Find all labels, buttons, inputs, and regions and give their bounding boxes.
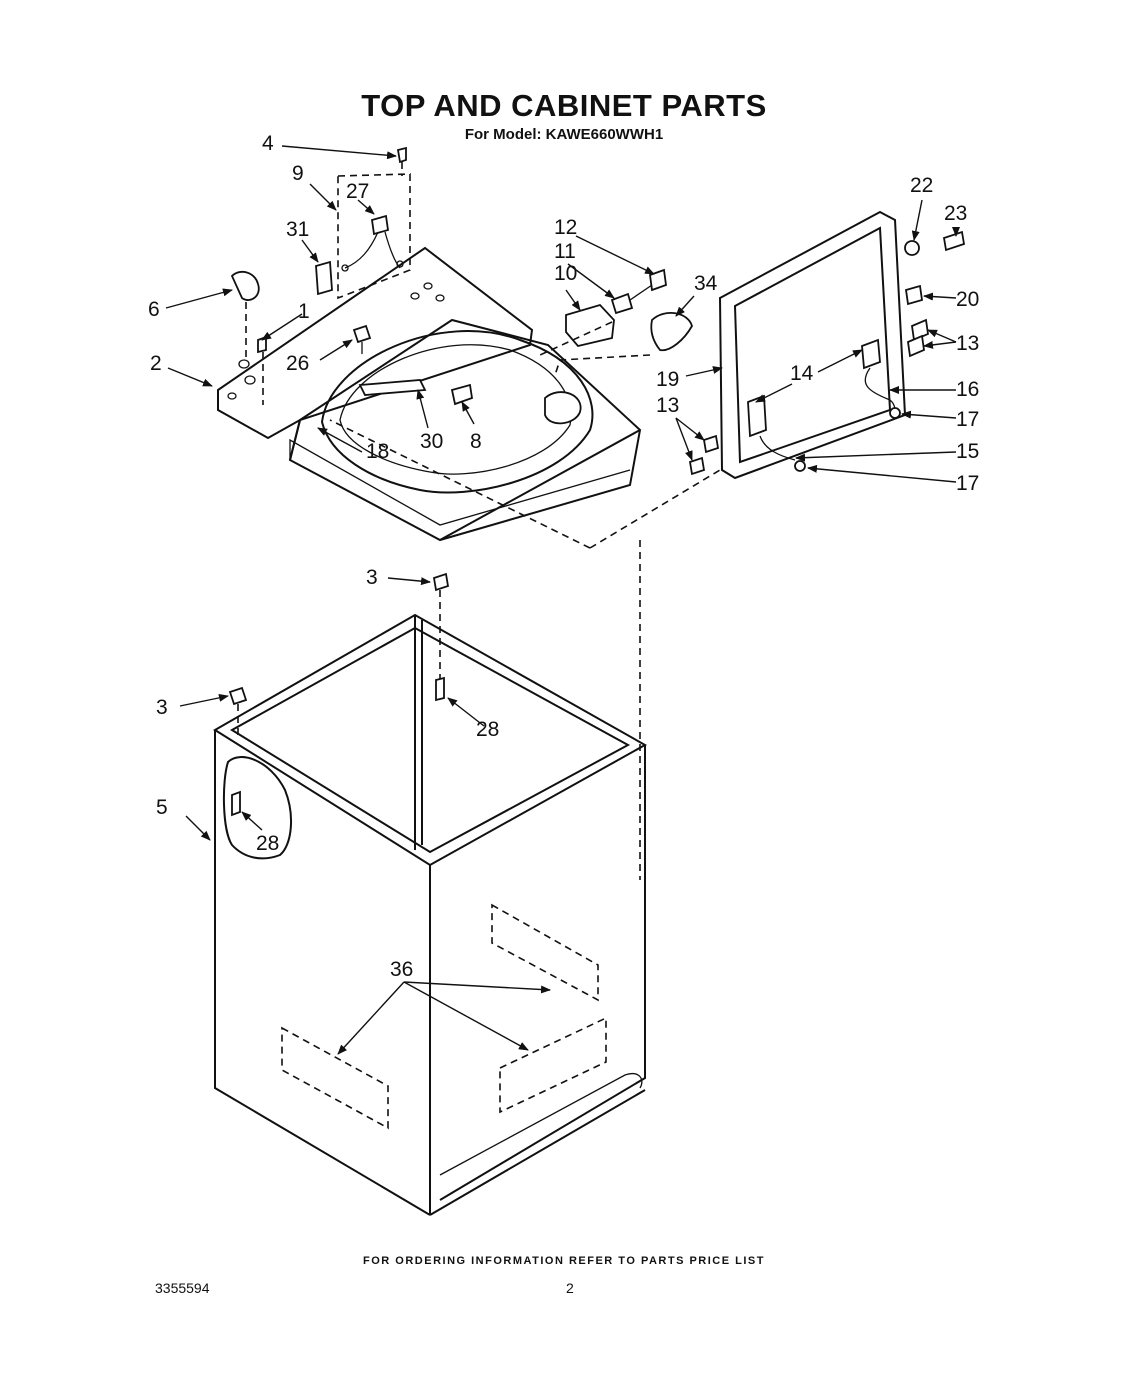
lid-switch-parts	[539, 268, 693, 376]
callout-12: 12	[554, 216, 577, 239]
callout-15: 15	[956, 440, 979, 463]
callout-8: 8	[470, 430, 482, 453]
lid	[688, 210, 966, 480]
callout-34: 34	[694, 272, 718, 295]
callout-28-left: 28	[256, 832, 279, 855]
document-number: 3355594	[155, 1280, 210, 1296]
model-subtitle: For Model: KAWE660WWH1	[464, 126, 664, 143]
assembly-guide-line	[329, 419, 591, 549]
callout-4: 4	[262, 132, 274, 155]
callout-14: 14	[790, 362, 814, 385]
callout-6: 6	[148, 298, 160, 321]
callout-17-bottom: 17	[956, 472, 979, 495]
callout-3-left: 3	[156, 696, 168, 719]
callout-labels: 4 9 27 31 6 1 2 26 18 30 8 12 11 10 34 1…	[148, 132, 979, 981]
callout-10: 10	[554, 262, 577, 285]
callout-19: 19	[656, 368, 679, 391]
callout-5: 5	[156, 796, 168, 819]
callout-31: 31	[286, 218, 309, 241]
page-number: 2	[566, 1280, 574, 1296]
callout-27: 27	[346, 180, 369, 203]
ordering-note: FOR ORDERING INFORMATION REFER TO PARTS …	[363, 1255, 765, 1267]
leader-lines	[165, 145, 960, 1055]
callout-36: 36	[390, 958, 413, 981]
callout-17-top: 17	[956, 408, 979, 431]
small-parts-top-left	[230, 146, 407, 405]
callout-20: 20	[956, 288, 979, 311]
callout-13-right: 13	[956, 332, 979, 355]
cabinet	[213, 572, 648, 1216]
callout-28-top: 28	[476, 718, 499, 741]
callout-23: 23	[944, 202, 967, 225]
callout-3-top: 3	[366, 566, 378, 589]
callout-22: 22	[910, 174, 933, 197]
callout-18: 18	[366, 440, 389, 463]
callout-26: 26	[286, 352, 309, 375]
callout-11: 11	[554, 240, 576, 263]
page-title: TOP AND CABINET PARTS	[361, 88, 767, 123]
callout-30: 30	[420, 430, 443, 453]
callout-1: 1	[298, 300, 310, 323]
control-panel-outline	[337, 173, 411, 300]
top-panel	[217, 246, 642, 542]
callout-13-left: 13	[656, 394, 679, 417]
callout-9: 9	[292, 162, 304, 185]
callout-16: 16	[956, 378, 979, 401]
callout-2: 2	[150, 352, 162, 375]
assembly-guide-line-2	[589, 469, 721, 549]
